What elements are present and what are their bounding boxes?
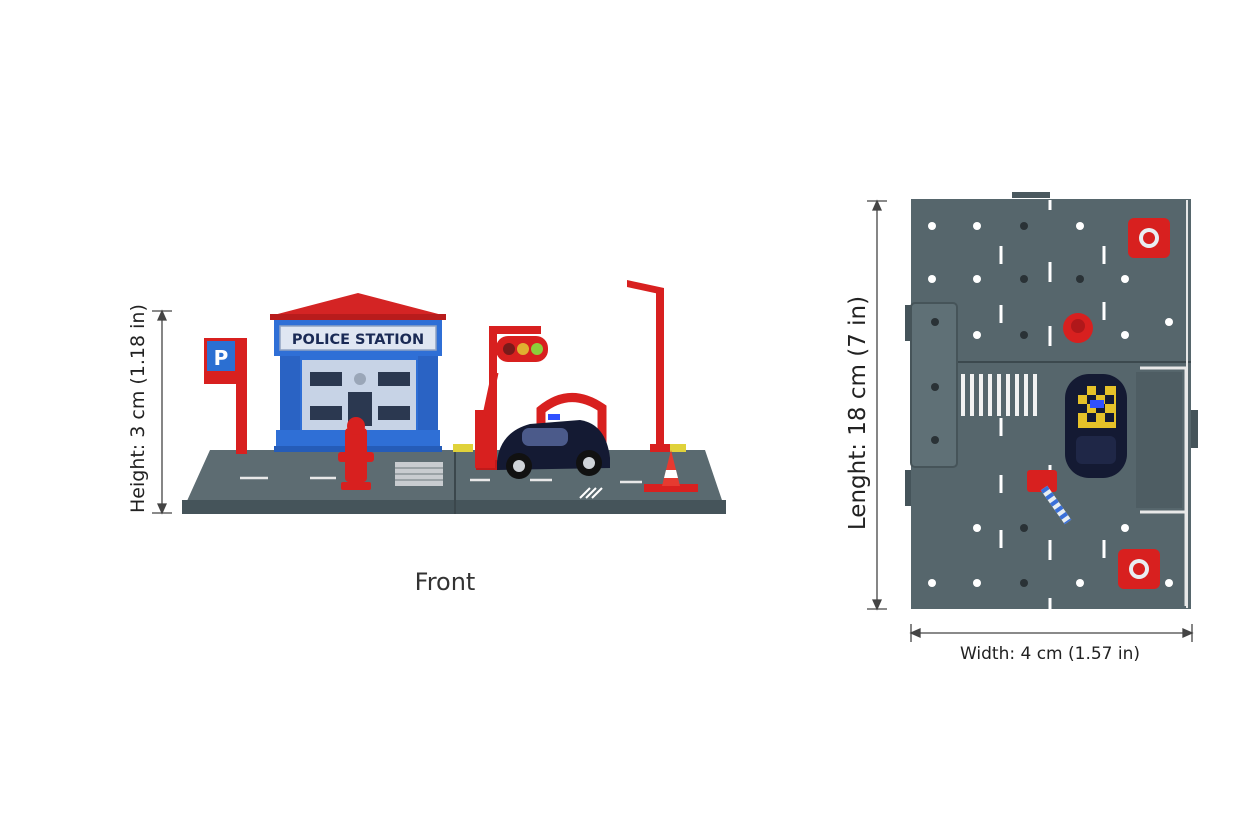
width-label: Width: 4 cm (1.57 in) — [959, 644, 1141, 664]
top-traffic-cone-bottom — [1118, 549, 1160, 589]
police-car — [497, 414, 610, 479]
length-dimension-line — [867, 199, 887, 611]
parking-sign-letter: P — [214, 346, 229, 370]
traffic-cone — [644, 450, 698, 492]
fire-hydrant — [338, 417, 374, 490]
top-fire-hydrant — [1063, 313, 1093, 343]
parking-sign — [204, 338, 247, 454]
red-arch — [536, 393, 607, 452]
front-base-plates — [182, 444, 726, 514]
street-lamp — [627, 280, 670, 452]
top-view-plate — [905, 192, 1198, 609]
top-police-car — [1065, 374, 1127, 478]
police-station-sign-text: POLICE STATION — [292, 332, 424, 348]
height-label: Height: 3 cm (1.18 in) — [127, 304, 149, 513]
width-dimension-line — [909, 624, 1194, 642]
barrier-gate — [475, 371, 499, 468]
height-dimension-line — [152, 309, 172, 515]
length-label: Lenght: 18 cm (7 in) — [845, 295, 871, 531]
top-traffic-cone — [1128, 218, 1170, 258]
top-barrier-gate — [1027, 470, 1072, 525]
front-caption: Front — [414, 568, 476, 596]
